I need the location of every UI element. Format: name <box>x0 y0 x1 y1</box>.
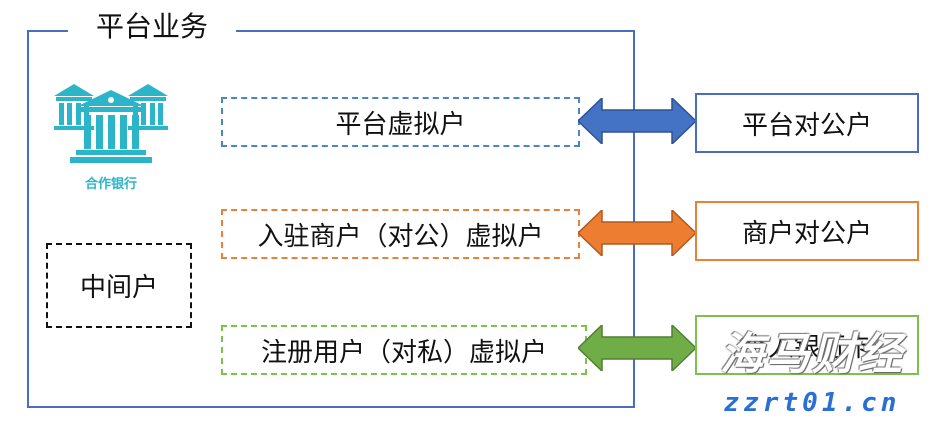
user-virtual-account-box: 注册用户（对私）虚拟户 <box>221 325 587 375</box>
watermark-url: zzrt01.cn <box>723 388 901 418</box>
double-arrow-orange-icon <box>578 210 696 256</box>
double-arrow-green-icon <box>578 325 696 371</box>
user-virtual-account-label: 注册用户（对私）虚拟户 <box>260 337 547 368</box>
frame-title: 平台业务 <box>68 4 236 50</box>
personal-bank-card-box: 个人银行卡 <box>695 315 919 375</box>
platform-business-frame <box>27 30 635 408</box>
bank-building-icon <box>54 84 168 163</box>
merchant-corporate-account-box: 商户对公户 <box>695 201 919 261</box>
merchant-virtual-account-box: 入驻商户（对公）虚拟户 <box>221 209 580 259</box>
personal-bank-card-label: 个人银行卡 <box>741 332 872 363</box>
platform-corporate-account-box: 平台对公户 <box>695 93 919 153</box>
double-arrow-blue-icon <box>578 98 696 144</box>
bank-label: 合作银行 <box>84 177 137 192</box>
platform-virtual-account-box: 平台虚拟户 <box>221 97 580 147</box>
merchant-corporate-account-label: 商户对公户 <box>741 218 872 249</box>
middle-account-box: 中间户 <box>46 243 192 328</box>
merchant-virtual-account-label: 入驻商户（对公）虚拟户 <box>257 221 544 252</box>
platform-virtual-account-label: 平台虚拟户 <box>335 109 466 140</box>
platform-corporate-account-label: 平台对公户 <box>741 110 872 141</box>
middle-account-label: 中间户 <box>79 273 158 303</box>
